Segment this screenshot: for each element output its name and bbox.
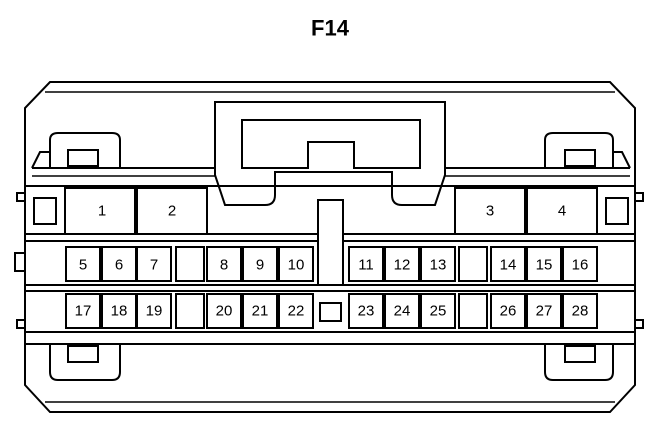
pin-cavity-13 bbox=[420, 246, 456, 282]
blank-cavity-left bbox=[33, 197, 57, 225]
side-tab-right-bottom bbox=[634, 319, 644, 329]
pin-label-8: 8 bbox=[220, 257, 228, 274]
pin-label-18: 18 bbox=[111, 303, 128, 320]
pin-label-9: 9 bbox=[256, 257, 264, 274]
center-key-slot bbox=[317, 199, 344, 285]
blank-cavity-right bbox=[605, 197, 629, 225]
pin-label-24: 24 bbox=[394, 303, 411, 320]
side-tab-right-top bbox=[634, 192, 644, 202]
pin-label-16: 16 bbox=[572, 257, 589, 274]
pin-cavity-21 bbox=[242, 293, 278, 329]
pin-label-17: 17 bbox=[75, 303, 92, 320]
latch-bottom-right bbox=[544, 344, 614, 381]
pin-cavity-9 bbox=[242, 246, 278, 282]
large-pin-group: 1 2 3 4 bbox=[64, 187, 598, 235]
pin-label-15: 15 bbox=[536, 257, 553, 274]
pin-cavity-3 bbox=[454, 187, 526, 235]
pin-cavity-15 bbox=[526, 246, 562, 282]
pin-label-7: 7 bbox=[150, 257, 158, 274]
pin-row-2: 17 18 19 20 21 22 23 24 25 26 27 28 bbox=[65, 293, 598, 329]
pin-label-1: 1 bbox=[98, 203, 106, 220]
pin-cavity-6 bbox=[101, 246, 137, 282]
pin-cavity-26 bbox=[490, 293, 526, 329]
pin-cavity-11 bbox=[348, 246, 384, 282]
pin-label-5: 5 bbox=[79, 257, 87, 274]
pin-cavity-24 bbox=[384, 293, 420, 329]
pin-cavity-17 bbox=[65, 293, 101, 329]
pin-cavity-10 bbox=[278, 246, 314, 282]
pin-cavity-14 bbox=[490, 246, 526, 282]
pin-cavity-18 bbox=[101, 293, 137, 329]
pin-label-26: 26 bbox=[500, 303, 517, 320]
pin-cavity-4 bbox=[526, 187, 598, 235]
pin-cavity-19 bbox=[136, 293, 172, 329]
side-tab-left-bottom bbox=[16, 319, 26, 329]
pin-cavity-1 bbox=[64, 187, 136, 235]
pin-cavity-2 bbox=[136, 187, 208, 235]
pin-cavity-8 bbox=[206, 246, 242, 282]
pin-row-1: 5 6 7 8 9 10 11 12 13 14 15 16 bbox=[65, 246, 598, 282]
pin-label-11: 11 bbox=[358, 257, 374, 274]
pin-label-10: 10 bbox=[288, 257, 305, 274]
pin-cavity-7 bbox=[136, 246, 172, 282]
blank-cavity-row2-b bbox=[458, 293, 488, 329]
pin-cavity-23 bbox=[348, 293, 384, 329]
pin-cavity-5 bbox=[65, 246, 101, 282]
pin-label-20: 20 bbox=[216, 303, 233, 320]
pin-label-4: 4 bbox=[558, 203, 566, 220]
pin-label-6: 6 bbox=[115, 257, 123, 274]
connector-title: F14 bbox=[311, 16, 350, 41]
blank-cavity-row1-a bbox=[175, 246, 205, 282]
pin-cavity-12 bbox=[384, 246, 420, 282]
latch-bottom-left bbox=[49, 344, 121, 381]
pin-cavity-27 bbox=[526, 293, 562, 329]
pin-label-12: 12 bbox=[394, 257, 411, 274]
pin-label-28: 28 bbox=[572, 303, 589, 320]
pin-label-22: 22 bbox=[288, 303, 305, 320]
pin-cavity-28 bbox=[562, 293, 598, 329]
blank-cavity-row2-a bbox=[175, 293, 205, 329]
pin-label-27: 27 bbox=[536, 303, 553, 320]
latch-top-left bbox=[31, 132, 121, 169]
pin-label-14: 14 bbox=[500, 257, 517, 274]
pin-label-3: 3 bbox=[486, 203, 494, 220]
pin-cavity-16 bbox=[562, 246, 598, 282]
pin-cavity-25 bbox=[420, 293, 456, 329]
pin-label-23: 23 bbox=[358, 303, 375, 320]
pin-label-13: 13 bbox=[430, 257, 447, 274]
latch-top-right bbox=[544, 132, 631, 169]
pin-cavity-20 bbox=[206, 293, 242, 329]
blank-cavity-row1-b bbox=[458, 246, 488, 282]
pin-label-2: 2 bbox=[168, 203, 176, 220]
pin-label-21: 21 bbox=[252, 303, 269, 320]
center-lock bbox=[214, 101, 446, 206]
side-tab-left-mid bbox=[14, 252, 26, 272]
pin-cavity-22 bbox=[278, 293, 314, 329]
pin-label-25: 25 bbox=[430, 303, 447, 320]
side-tab-left-top bbox=[16, 192, 26, 202]
center-small-square bbox=[319, 302, 342, 322]
pin-label-19: 19 bbox=[146, 303, 163, 320]
